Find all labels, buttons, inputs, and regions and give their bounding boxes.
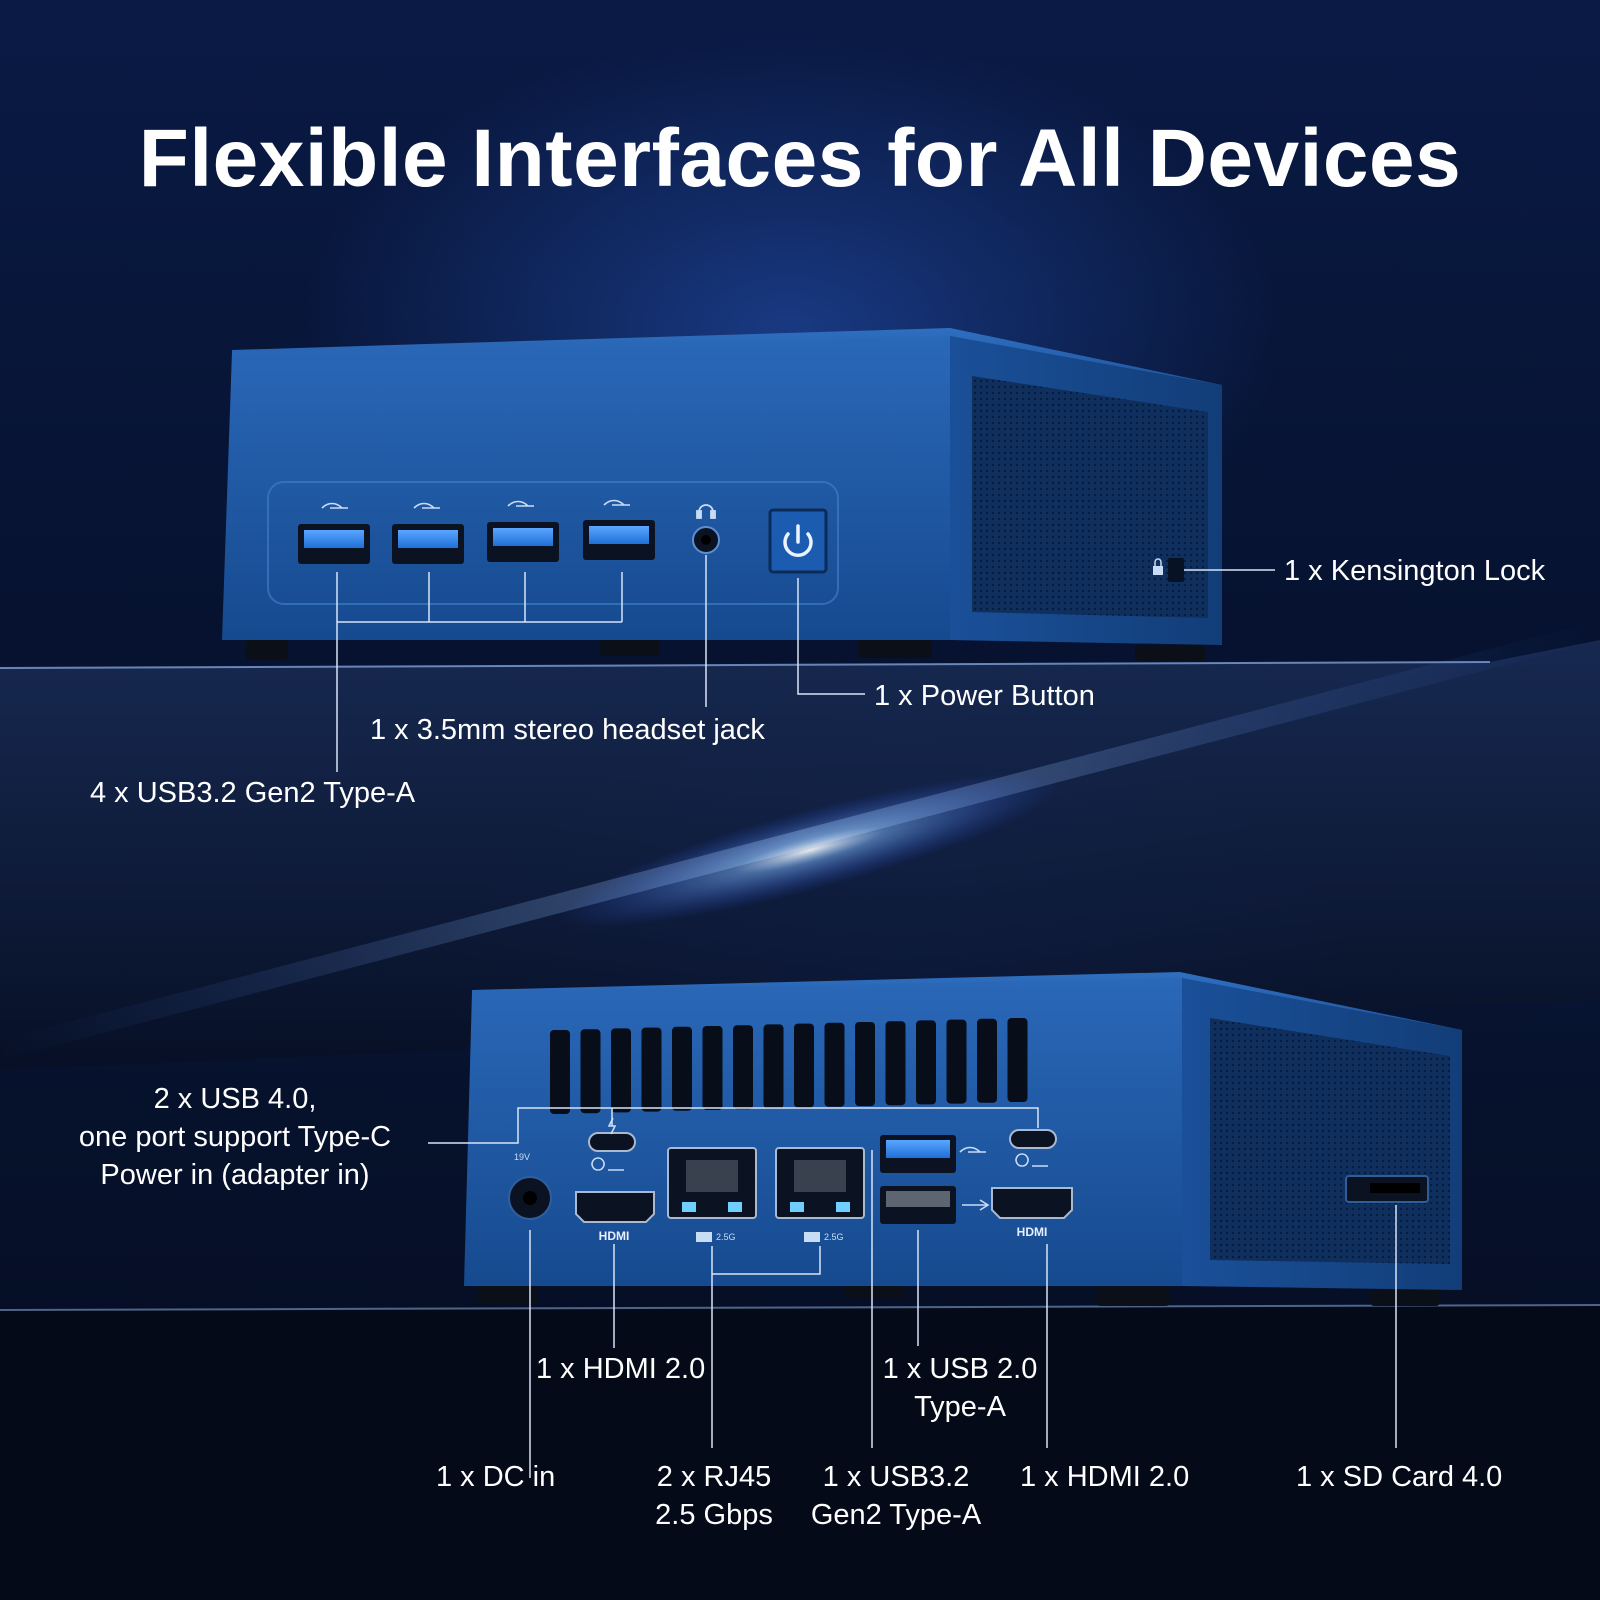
vent-slot: [824, 1022, 845, 1107]
kensington-lock-slot: [1168, 558, 1184, 582]
vent-slot: [672, 1026, 692, 1111]
usb4-port-2: [1009, 1129, 1057, 1149]
hdmi-logo: HDMI: [599, 1229, 630, 1243]
front-callout-lines: [336, 555, 1275, 772]
label-sd-card: 1 x SD Card 4.0: [1296, 1461, 1503, 1493]
label-hdmi-right: 1 x HDMI 2.0: [1020, 1461, 1190, 1493]
dc-voltage-marking: 19V: [514, 1152, 530, 1162]
label-power-button: 1 x Power Button: [874, 680, 1095, 712]
label-usb2: 1 x USB 2.0 Type-A: [882, 1353, 1038, 1423]
label-kensington-lock: 1 x Kensington Lock: [1284, 555, 1546, 587]
rear-usb2-port: [880, 1186, 956, 1224]
headset-icon: [696, 504, 716, 519]
vent-slot: [641, 1027, 662, 1112]
vent-slot: [733, 1025, 753, 1110]
rj45-port-1: [667, 1147, 757, 1219]
lock-icon: [1153, 558, 1163, 575]
hdmi-logo: HDMI: [1017, 1225, 1048, 1239]
network-icon: [696, 1232, 820, 1242]
label-headset-jack: 1 x 3.5mm stereo headset jack: [370, 714, 765, 746]
front-usb-port-3: [487, 522, 559, 562]
label-front-usb: 4 x USB3.2 Gen2 Type-A: [90, 777, 416, 809]
bottom-shelf: [0, 1304, 1600, 1600]
sd-card-slot: [1345, 1175, 1429, 1203]
vent-slot: [946, 1019, 967, 1104]
superspeed-usb-icon: [321, 499, 630, 509]
usb4-port-1: [588, 1132, 636, 1152]
label-rj45: 2 x RJ45 2.5 Gbps: [655, 1461, 773, 1531]
vent-slot: [550, 1030, 570, 1114]
mini-pc-front-view: [222, 328, 1222, 661]
dc-in-port: [508, 1176, 552, 1220]
usb-icon: [959, 1146, 990, 1211]
hdmi-port-right: [991, 1187, 1073, 1219]
vent-slot: [611, 1028, 631, 1113]
label-hdmi-left: 1 x HDMI 2.0: [536, 1353, 706, 1385]
label-usb32: 1 x USB3.2 Gen2 Type-A: [810, 1461, 982, 1531]
vent-slot: [580, 1029, 601, 1114]
vent-slot: [763, 1024, 784, 1109]
vent-slot: [885, 1021, 906, 1106]
vent-slot: [702, 1026, 723, 1110]
vent-slot: [794, 1023, 814, 1108]
vent-slot: [977, 1018, 997, 1103]
label-dc-in: 1 x DC in: [436, 1461, 556, 1493]
rj45-speed-marking: 2.5G: [716, 1232, 736, 1242]
light-beam: [0, 620, 1600, 1060]
front-usb-port-1: [298, 524, 370, 564]
rear-vent-slots: [550, 1018, 1028, 1114]
power-icon: [783, 524, 813, 558]
rear-callout-lines: [428, 1107, 1397, 1478]
hdmi-port-left: [575, 1191, 655, 1223]
front-usb-port-2: [392, 524, 464, 564]
headset-jack: [692, 526, 720, 554]
label-usb4: 2 x USB 4.0, one port support Type-C Pow…: [78, 1083, 392, 1191]
rj45-speed-marking: 2.5G: [824, 1232, 844, 1242]
rear-usb32-port: [880, 1135, 956, 1173]
page-title: Flexible Interfaces for All Devices: [138, 113, 1462, 204]
vent-slot: [1007, 1018, 1028, 1102]
vent-slot: [855, 1022, 875, 1106]
front-usb-port-4: [583, 520, 655, 560]
vent-slot: [916, 1020, 936, 1105]
rj45-port-2: [775, 1147, 865, 1219]
